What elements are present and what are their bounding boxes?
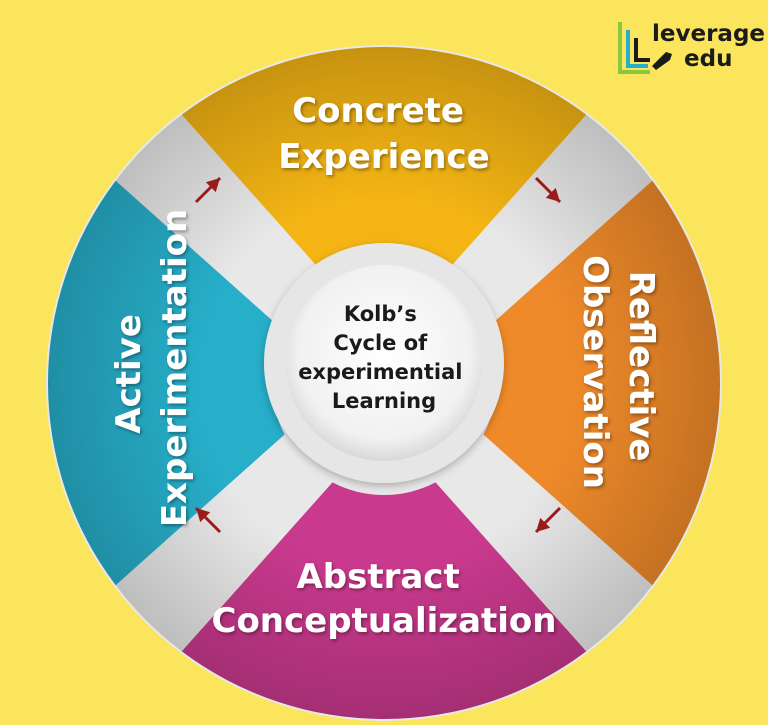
rocket-icon — [652, 52, 672, 70]
arrow-head — [205, 178, 220, 193]
arrow-to-reflective-icon — [534, 176, 562, 204]
center-title: Kolb’s Cycle of experimential Learning — [298, 302, 470, 413]
leverage-edu-logo: leverage edu — [618, 21, 765, 74]
logo-mark-green — [618, 22, 650, 74]
center-circle — [286, 265, 482, 461]
arrow-to-abstract-icon — [534, 506, 562, 534]
abstract-line-2: Conceptualization — [212, 601, 557, 641]
active-line-2: Experimentation — [155, 209, 195, 527]
active-line-1: Active — [109, 314, 149, 434]
logo-mark-teal — [626, 30, 648, 68]
center-line-2: Cycle of — [333, 331, 428, 355]
arrow-to-active-icon — [194, 506, 222, 534]
reflective-line-2: Observation — [575, 255, 615, 489]
arrow-group — [194, 176, 562, 534]
arrow-head — [545, 187, 560, 202]
center-line-1: Kolb’s — [344, 302, 417, 326]
concrete-line-1: Concrete — [292, 91, 464, 131]
logo-mark-dark — [634, 38, 650, 62]
logo-word-leverage: leverage — [652, 21, 765, 47]
concrete-line-2: Experience — [278, 137, 489, 177]
abstract-line-1: Abstract — [296, 557, 459, 597]
center-line-3: experimential — [298, 360, 462, 384]
reflective-observation-label: Reflective Observation — [575, 255, 661, 489]
concrete-experience-label: Concrete Experience — [278, 91, 489, 177]
reflective-line-1: Reflective — [621, 271, 661, 462]
abstract-conceptualization-label: Abstract Conceptualization — [212, 557, 557, 641]
arrow-head — [196, 508, 211, 523]
center-line-4: Learning — [332, 389, 436, 413]
active-experimentation-label: Active Experimentation — [109, 209, 195, 527]
arrow-head — [536, 517, 551, 532]
logo-word-edu: edu — [684, 46, 732, 72]
arrow-to-concrete-icon — [194, 176, 222, 204]
